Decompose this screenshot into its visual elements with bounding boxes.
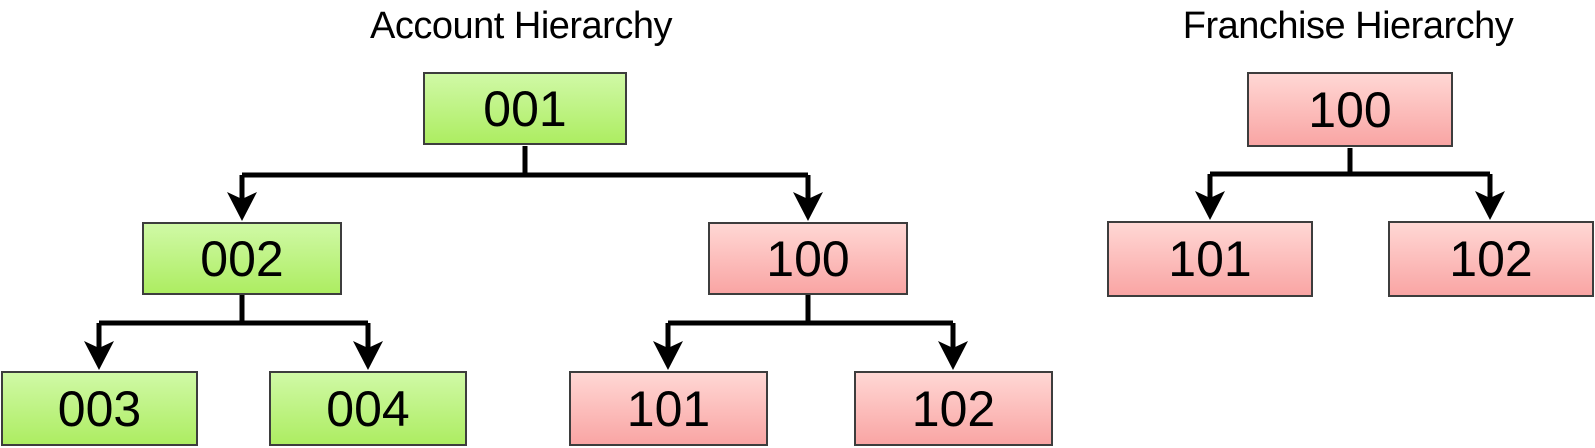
node-account-002: 002	[142, 222, 342, 295]
connector-franchise-100-children	[1195, 148, 1505, 220]
node-account-100: 100	[708, 222, 908, 295]
account-tree-title: Account Hierarchy	[370, 5, 672, 47]
node-franchise-100: 100	[1247, 72, 1453, 147]
arrowhead-to-account-102	[938, 341, 968, 370]
connector-account-002-children	[84, 295, 383, 370]
arrowhead-to-account-002	[227, 192, 257, 221]
node-account-101: 101	[569, 371, 768, 446]
arrowhead-to-franchise-102	[1475, 191, 1505, 220]
node-franchise-102: 102	[1388, 221, 1594, 297]
node-account-003: 003	[1, 371, 198, 446]
node-account-004: 004	[269, 371, 467, 446]
node-account-102: 102	[854, 371, 1053, 446]
arrowhead-to-account-101	[653, 341, 683, 370]
node-franchise-101: 101	[1107, 221, 1313, 297]
connector-account-100-children	[653, 295, 968, 370]
arrowhead-to-account-003	[84, 341, 114, 370]
arrowhead-to-account-100	[793, 192, 823, 221]
node-account-001: 001	[423, 72, 627, 145]
franchise-tree-title: Franchise Hierarchy	[1182, 5, 1514, 47]
arrowhead-to-franchise-101	[1195, 191, 1225, 220]
connector-account-001-children	[227, 146, 823, 221]
arrowhead-to-account-004	[353, 341, 383, 370]
